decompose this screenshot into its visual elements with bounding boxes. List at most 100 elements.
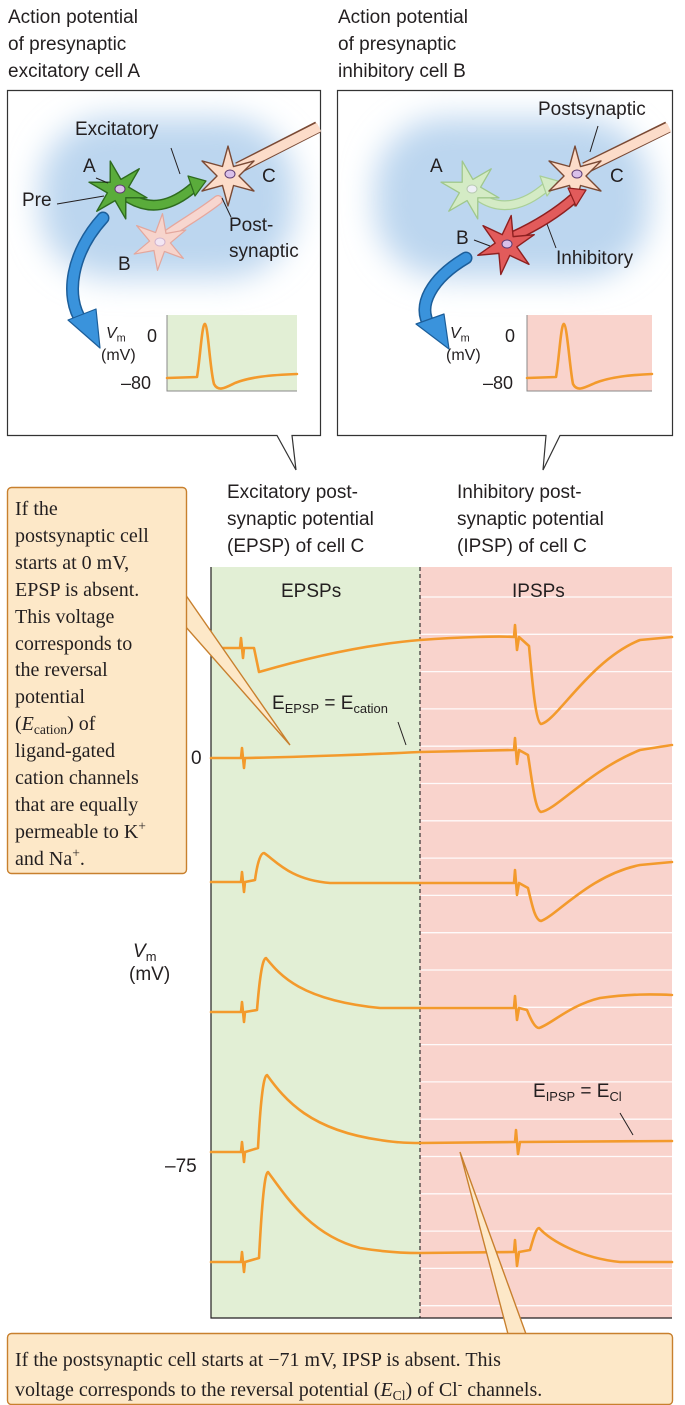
line2-start: voltage corresponds to the reversal pote… <box>15 1379 381 1401</box>
postsynaptic-label: Postsynaptic <box>538 99 646 120</box>
y-axis-vm-label: Vm <box>133 938 156 965</box>
arrow-a-head <box>67 308 101 349</box>
v-symbol: V <box>133 941 146 962</box>
panel-b-glow <box>375 118 650 278</box>
neuron-b-red-terminal <box>567 187 587 207</box>
line2-end: channels. <box>462 1379 543 1401</box>
note-line: If the <box>15 498 58 520</box>
neuron-a-terminal <box>187 175 207 197</box>
note-line: ligand-gated <box>15 740 115 763</box>
neuron-b-nucleus <box>154 237 166 247</box>
arrow-a <box>67 213 108 327</box>
note-line-symbol: (Ecation) of <box>15 711 149 738</box>
epsp-heading: Excitatory post- synaptic potential (EPS… <box>227 479 374 560</box>
axis-low-label: –75 <box>165 1156 197 1177</box>
e-ipsp-leader-line <box>619 1112 634 1136</box>
mini-graph-b-low: –80 <box>483 373 514 393</box>
neuron-c-nucleus-b <box>571 169 583 179</box>
equals-e: = E <box>575 1081 610 1102</box>
panel-b-glow-group <box>375 118 650 278</box>
note-line: potential <box>15 686 85 709</box>
e-symbol: E <box>533 1081 546 1102</box>
neuron-b-red-nucleus <box>501 239 513 249</box>
a-leader-line <box>95 177 109 184</box>
panel-a-title-line: of presynaptic <box>8 34 127 55</box>
cl-subscript: Cl <box>392 1388 406 1404</box>
panel-b-title-line: of presynaptic <box>338 34 457 55</box>
note-line: postsynaptic cell <box>15 524 149 547</box>
neuron-b-red-axon <box>510 194 578 240</box>
na-superscript: + <box>72 845 80 861</box>
y-axis-unit-label: (mV) <box>129 964 171 985</box>
ipsp-heading-line: (IPSP) of cell C <box>457 536 587 557</box>
post-leader-line <box>221 197 232 218</box>
mini-graph-a-unit: (mV) <box>101 347 136 364</box>
mini-graph-b-axes <box>526 315 652 392</box>
e-symbol: E <box>272 693 285 714</box>
note-line: that are equally <box>15 793 139 816</box>
trace-4 <box>209 956 674 1030</box>
note-line: EPSP is absent. <box>15 578 140 601</box>
v-symbol: V <box>106 325 117 342</box>
note-line-sodium: and Na+. <box>15 846 149 873</box>
bottom-note-line-1: If the postsynaptic cell starts at −71 m… <box>15 1349 501 1371</box>
trace-5 <box>209 1073 674 1164</box>
mini-graph-b-zero: 0 <box>505 326 516 346</box>
trace-3 <box>209 851 674 923</box>
panel-a-title: Action potential of presynaptic excitato… <box>8 4 140 85</box>
mini-graph-a-vm-label: Vm <box>106 324 126 344</box>
note-line: This voltage <box>15 605 115 628</box>
bottom-note-line-2: voltage corresponds to the reversal pote… <box>15 1375 542 1405</box>
cell-c-label: C <box>262 166 276 187</box>
line2-mid: ) of Cl <box>405 1379 458 1401</box>
bottom-note-text: If the postsynaptic cell starts at −71 m… <box>15 1345 542 1405</box>
cell-b-label: B <box>118 254 131 275</box>
epsp-heading-line: (EPSP) of cell C <box>227 536 365 557</box>
pre-label: Pre <box>22 190 52 211</box>
v-symbol: V <box>450 325 461 342</box>
ipsp-heading: Inhibitory post- synaptic potential (IPS… <box>457 479 604 560</box>
cell-c-label-b: C <box>610 166 624 187</box>
na-text: and Na <box>15 847 73 870</box>
e-ipsp-equation: EIPSP = ECl <box>533 1078 622 1105</box>
pre-leader-line <box>56 195 105 205</box>
left-note-box <box>6 486 188 875</box>
panel-b-title: Action potential of presynaptic inhibito… <box>338 4 468 85</box>
post-label: Post- <box>229 215 274 236</box>
e-epsp-equation: EEPSP = Ecation <box>272 690 388 717</box>
arrow-b-head <box>415 313 450 350</box>
mini-graph-a-axes <box>166 315 297 392</box>
e-epsp-leader-line <box>397 721 407 746</box>
ipsp-region <box>420 567 672 1318</box>
na-end: . <box>79 847 85 870</box>
note-line-potassium: permeable to K+ <box>15 819 149 846</box>
cell-a-label: A <box>83 156 96 177</box>
trace-6 <box>209 1170 674 1274</box>
left-note-text: If the postsynaptic cell starts at 0 mV,… <box>15 496 149 873</box>
ipsp-subscript: IPSP <box>545 1088 576 1104</box>
panel-b-title-line: inhibitory cell B <box>338 61 466 82</box>
ipsp-heading-line: Inhibitory post- <box>457 482 582 503</box>
cation-subscript: cation <box>353 700 388 716</box>
cell-a-label-b: A <box>430 156 443 177</box>
ipsp-heading-line: synaptic potential <box>457 509 604 530</box>
cell-b-label-b: B <box>456 228 469 249</box>
epsp-heading-line: synaptic potential <box>227 509 374 530</box>
v-subscript: m <box>145 948 157 964</box>
trace-1 <box>209 623 674 726</box>
mini-graph-a-trace <box>165 322 299 390</box>
panel-b-title-line: Action potential <box>338 7 468 28</box>
postsynaptic-leader-line <box>589 125 599 153</box>
neuron-c-nucleus <box>224 169 236 179</box>
note-line: the reversal <box>15 659 108 682</box>
note-line: cation channels <box>15 767 139 790</box>
k-text: permeable to K <box>15 820 139 843</box>
inhibitory-leader-line <box>546 223 557 249</box>
neuron-a-nucleus <box>114 184 126 194</box>
epsps-label: EPSPs <box>281 581 342 602</box>
ipsps-label: IPSPs <box>512 581 565 602</box>
excitatory-label: Excitatory <box>75 119 159 140</box>
cl-subscript: Cl <box>609 1088 622 1104</box>
